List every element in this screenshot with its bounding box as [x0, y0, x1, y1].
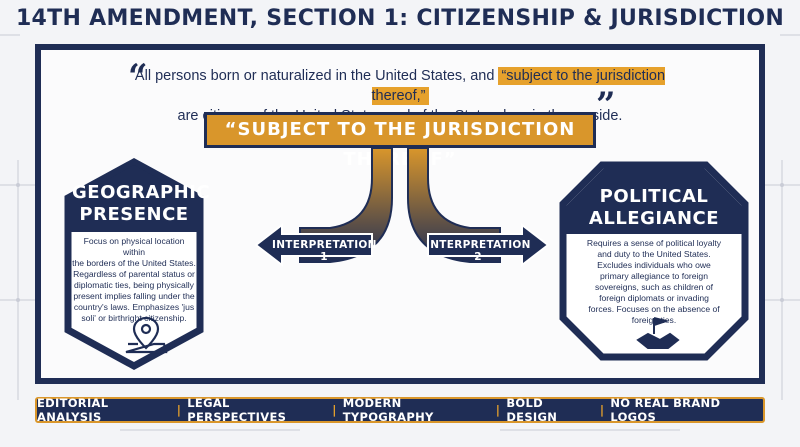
interpretation-1-label: INTERPRETATION 1 [272, 239, 377, 263]
geographic-desc-line: the borders of the United States. [72, 258, 196, 268]
political-desc-line: forces. Focuses on the absence of [588, 304, 720, 314]
footer-separator: | [495, 403, 501, 417]
political-desc-line: Requires a sense of political loyalty [586, 238, 722, 248]
political-desc-line: Excludes individuals who owe [597, 260, 711, 270]
close-quote-icon: ” [596, 85, 616, 125]
geographic-desc-line: present implies falling under the [73, 291, 195, 301]
political-desc-line: sovereigns, such as children of [595, 282, 713, 292]
left-arrow [254, 222, 373, 268]
geographic-desc-line: Focus on physical location within [83, 236, 185, 257]
political-desc-line: foreign ties. [631, 315, 677, 325]
geographic-description: Focus on physical location within the bo… [72, 236, 196, 324]
political-title: POLITICAL ALLEGIANCE [574, 186, 734, 230]
geographic-desc-line: diplomatic ties, being physically [74, 280, 194, 290]
political-title-line1: POLITICAL [599, 186, 709, 207]
geographic-desc-line: country's laws. Emphasizes 'jus [73, 302, 195, 312]
footer-separator: | [176, 403, 182, 417]
footer-separator: | [332, 403, 337, 417]
map-pin-icon [125, 316, 168, 354]
jurisdiction-banner: “SUBJECT TO THE JURISDICTION THEREOF” [204, 112, 596, 170]
footer-item: BOLD DESIGN [506, 396, 558, 424]
interpretation-2-label: INTERPRETATION 2 [426, 239, 531, 263]
political-desc-line: and duty to the United States. [597, 249, 711, 259]
open-quote-icon: “ [128, 57, 148, 97]
political-desc-line: foreign diplomats or invading [599, 293, 709, 303]
quote-text-before: All persons born or naturalized in the U… [134, 68, 499, 84]
footer-separator: | [599, 403, 605, 417]
footer-item: MODERN TYPOGRAPHY [342, 396, 434, 424]
geographic-title-line2: PRESENCE [79, 204, 189, 225]
political-description: Requires a sense of political loyalty an… [572, 238, 736, 326]
footer-bar: EDITORIAL ANALYSIS | LEGAL PERSPECTIVES … [35, 396, 765, 424]
footer-item: NO REAL BRAND LOGOS [610, 396, 721, 424]
geographic-desc-line: Regardless of parental status or [73, 269, 195, 279]
political-desc-line: primary allegiance to foreign [600, 271, 708, 281]
geographic-desc-line: soli' or birthright citizenship. [81, 313, 187, 323]
geographic-hexagon-header [71, 165, 197, 232]
political-octagon-header [566, 168, 742, 234]
handshake-flag-icon [636, 317, 680, 349]
geographic-title-line1: GEOGRAPHIC [72, 182, 211, 203]
footer-item: LEGAL PERSPECTIVES [187, 396, 287, 424]
footer-item: EDITORIAL ANALYSIS [37, 396, 109, 424]
right-arrow [427, 222, 550, 268]
geographic-title: GEOGRAPHIC PRESENCE [72, 182, 211, 226]
political-title-line2: ALLEGIANCE [588, 208, 720, 229]
page-title: 14TH AMENDMENT, SECTION 1: CITIZENSHIP &… [15, 6, 785, 31]
